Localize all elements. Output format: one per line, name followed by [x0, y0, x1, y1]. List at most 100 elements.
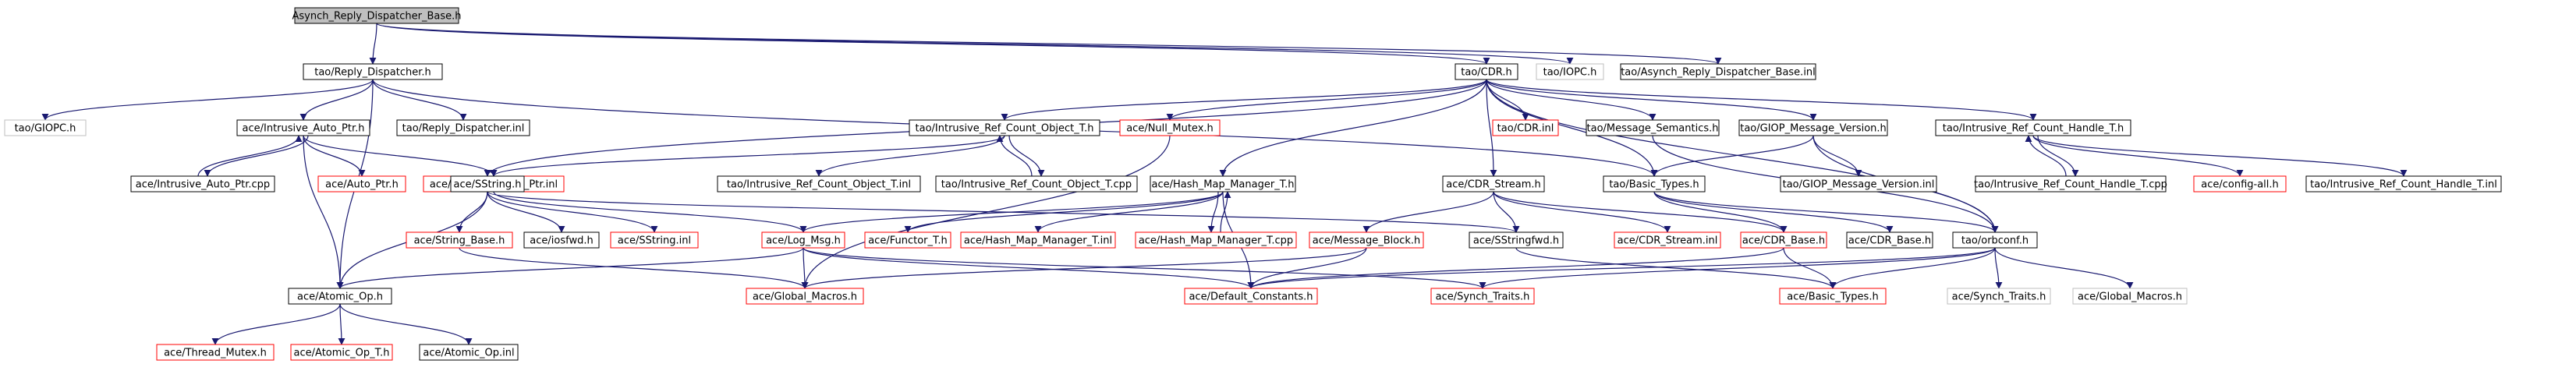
node-irch_h[interactable]: tao/Intrusive_Ref_Count_Handle_T.h [1935, 119, 2131, 136]
edge-hash_map_manager_h-to-hmm_cpp [1207, 191, 1219, 233]
edge-string_base_h-to-global_macros_h [459, 247, 809, 289]
node-box [1935, 119, 2131, 136]
node-orbconf_h[interactable]: tao/orbconf.h [1952, 231, 2038, 249]
node-thread_mutex_h[interactable]: ace/Thread_Mutex.h [156, 344, 275, 361]
edge-cdr_h-to-giop_mv_h [1486, 79, 1817, 121]
node-message_semantics_h[interactable]: tao/Message_Semantics.h [1586, 119, 1720, 136]
edge-cdr_h-to-cdr_stream_h [1486, 79, 1497, 177]
node-auto_ptr_h[interactable]: ace/Auto_Ptr.h [317, 175, 406, 193]
node-box [1135, 231, 1297, 249]
node-box [406, 231, 513, 249]
node-label: tao/Asynch_Reply_Dispatcher_Base.inl [1621, 67, 1816, 79]
node-arb_inl[interactable]: tao/Asynch_Reply_Dispatcher_Base.inl [1620, 63, 1816, 80]
node-label: tao/Intrusive_Ref_Count_Handle_T.inl [2310, 179, 2497, 191]
node-irco_cpp[interactable]: tao/Intrusive_Ref_Count_Object_T.cpp [935, 175, 1138, 193]
node-box [1740, 231, 1827, 249]
node-synch_traits_h[interactable]: ace/Synch_Traits.h [1430, 288, 1535, 305]
edge-intrusive_auto_ptr_h-to-intrusive_auto_ptr_cpp [204, 135, 309, 177]
edge-cdr_stream_h-to-cdr_base_h [1493, 191, 1788, 233]
edge-irch_h-to-irch_inl [2032, 135, 2408, 177]
edge-irco_cpp-to-irco_h [996, 135, 1033, 177]
node-box [1738, 119, 1888, 136]
node-label: ace/Synch_Traits.h [1436, 291, 1530, 303]
node-intrusive_auto_ptr_cpp[interactable]: ace/Intrusive_Auto_Ptr.cpp [130, 175, 275, 193]
node-basic_types_ace_h[interactable]: ace/Basic_Types.h [1779, 288, 1887, 305]
node-irch_inl[interactable]: tao/Intrusive_Ref_Count_Handle_T.inl [2305, 175, 2502, 193]
node-box [1975, 175, 2167, 193]
node-label: ace/Null_Mutex.h [1126, 123, 1214, 135]
node-box [909, 119, 1100, 136]
node-atomic_op_h[interactable]: ace/Atomic_Op.h [288, 288, 392, 305]
node-cdr_base_tao_h[interactable]: ace/CDR_Base.h [1846, 231, 1933, 249]
node-iopc_h[interactable]: tao/IOPC.h [1536, 63, 1604, 80]
node-label: ace/Hash_Map_Manager_T.inl [964, 235, 1112, 247]
node-iosfwd_h[interactable]: ace/iosfwd.h [523, 231, 600, 249]
node-hash_map_manager_h[interactable]: ace/Hash_Map_Manager_T.h [1150, 175, 1296, 193]
node-sstring_inl[interactable]: ace/SString.inl [610, 231, 699, 249]
node-sstringfwd_h[interactable]: ace/SStringfwd.h [1469, 231, 1564, 249]
edge-cdr_h-to-hash_map_manager_h [1219, 79, 1487, 177]
node-label: ace/Global_Macros.h [753, 291, 857, 303]
node-irch_cpp[interactable]: tao/Intrusive_Ref_Count_Handle_T.cpp [1974, 175, 2167, 193]
node-string_base_h[interactable]: ace/String_Base.h [406, 231, 513, 249]
node-irco_h[interactable]: tao/Intrusive_Ref_Count_Object_T.h [909, 119, 1100, 136]
node-label: ace/SString.inl [618, 235, 691, 247]
node-label: ace/String_Base.h [414, 235, 505, 247]
node-label: tao/GIOP_Message_Version.inl [1783, 179, 1935, 191]
node-hmm_cpp[interactable]: ace/Hash_Map_Manager_T.cpp [1135, 231, 1297, 249]
edge-intrusive_auto_ptr_inl-to-log_msg_h [493, 191, 807, 233]
node-label: tao/Intrusive_Ref_Count_Object_T.cpp [941, 179, 1132, 191]
edge-atomic_op_h-to-thread_mutex_h [211, 303, 341, 345]
edge-orbconf_h-to-synch_traits_h [1479, 247, 1996, 289]
node-reply_dispatcher_h[interactable]: tao/Reply_Dispatcher.h [303, 63, 443, 80]
node-message_block_h[interactable]: ace/Message_Block.h [1309, 231, 1424, 249]
edge-cdr_h-to-irco_h [1001, 79, 1487, 121]
node-box [1492, 119, 1559, 136]
edge-intrusive_auto_ptr_h-to-atomic_op_h [303, 135, 344, 289]
node-label: tao/Intrusive_Ref_Count_Object_T.h [916, 123, 1094, 135]
node-box [864, 231, 951, 249]
node-reply_dispatcher_inl[interactable]: tao/Reply_Dispatcher.inl [396, 119, 530, 136]
node-cdr_inl[interactable]: tao/CDR.inl [1492, 119, 1559, 136]
node-intrusive_auto_ptr_h[interactable]: ace/Intrusive_Auto_Ptr.h [236, 119, 370, 136]
node-label: ace/SString.h [454, 179, 522, 191]
node-label: ace/CDR_Stream.inl [1618, 235, 1718, 247]
edge-hash_map_manager_h-to-log_msg_h [799, 191, 1224, 233]
node-global_macros_h[interactable]: ace/Global_Macros.h [746, 288, 864, 305]
edge-reply_dispatcher_h-to-giopc_h [41, 79, 374, 121]
node-giop_mv_h[interactable]: tao/GIOP_Message_Version.h [1738, 119, 1888, 136]
edge-root-to-reply_dispatcher_h [369, 23, 377, 65]
node-null_mutex_h[interactable]: ace/Null_Mutex.h [1119, 119, 1221, 136]
node-synch_traits_ext[interactable]: ace/Synch_Traits.h [1947, 288, 2051, 305]
node-box [156, 344, 275, 361]
node-cdr_stream_h[interactable]: ace/CDR_Stream.h [1442, 175, 1545, 193]
node-cdr_stream_inl[interactable]: ace/CDR_Stream.inl [1614, 231, 1721, 249]
node-giopc_h[interactable]: tao/GIOPC.h [4, 119, 87, 136]
node-giop_mv_inl[interactable]: tao/GIOP_Message_Version.inl [1780, 175, 1937, 193]
edge-log_msg_h-to-atomic_op_h [336, 247, 804, 289]
node-cdr_base_h[interactable]: ace/CDR_Base.h [1740, 231, 1827, 249]
node-config_all_h[interactable]: ace/config-all.h [2193, 175, 2287, 193]
edge-log_msg_h-to-global_macros_h [801, 247, 809, 289]
node-atomic_op_t_h[interactable]: ace/Atomic_Op_T.h [290, 344, 393, 361]
node-global_macros_ext[interactable]: ace/Global_Macros.h [2072, 288, 2188, 305]
node-hmm_inl[interactable]: ace/Hash_Map_Manager_T.inl [960, 231, 1116, 249]
node-basic_types_tao_h[interactable]: tao/Basic_Types.h [1603, 175, 1706, 193]
node-box [610, 231, 699, 249]
node-cdr_h[interactable]: tao/CDR.h [1455, 63, 1518, 80]
node-functor_t_h[interactable]: ace/Functor_T.h [864, 231, 951, 249]
node-label: ace/Hash_Map_Manager_T.cpp [1139, 235, 1293, 247]
edge-reply_dispatcher_h-to-reply_dispatcher_inl [372, 79, 467, 121]
node-label: ace/CDR_Stream.h [1446, 179, 1541, 191]
node-label: tao/Intrusive_Ref_Count_Handle_T.h [1943, 123, 2124, 135]
node-irco_inl[interactable]: tao/Intrusive_Ref_Count_Object_T.inl [717, 175, 921, 193]
node-sstring_h[interactable]: ace/SString.h [450, 175, 525, 193]
node-log_msg_h[interactable]: ace/Log_Msg.h [761, 231, 845, 249]
edge-root-to-arb_inl [376, 23, 1721, 65]
node-atomic_op_inl[interactable]: ace/Atomic_Op.inl [419, 344, 519, 361]
node-label: tao/IOPC.h [1543, 67, 1597, 79]
node-box [2072, 288, 2188, 305]
node-label: ace/Intrusive_Auto_Ptr.h [243, 123, 365, 135]
node-box [1150, 175, 1296, 193]
node-default_constants_h[interactable]: ace/Default_Constants.h [1184, 288, 1318, 305]
